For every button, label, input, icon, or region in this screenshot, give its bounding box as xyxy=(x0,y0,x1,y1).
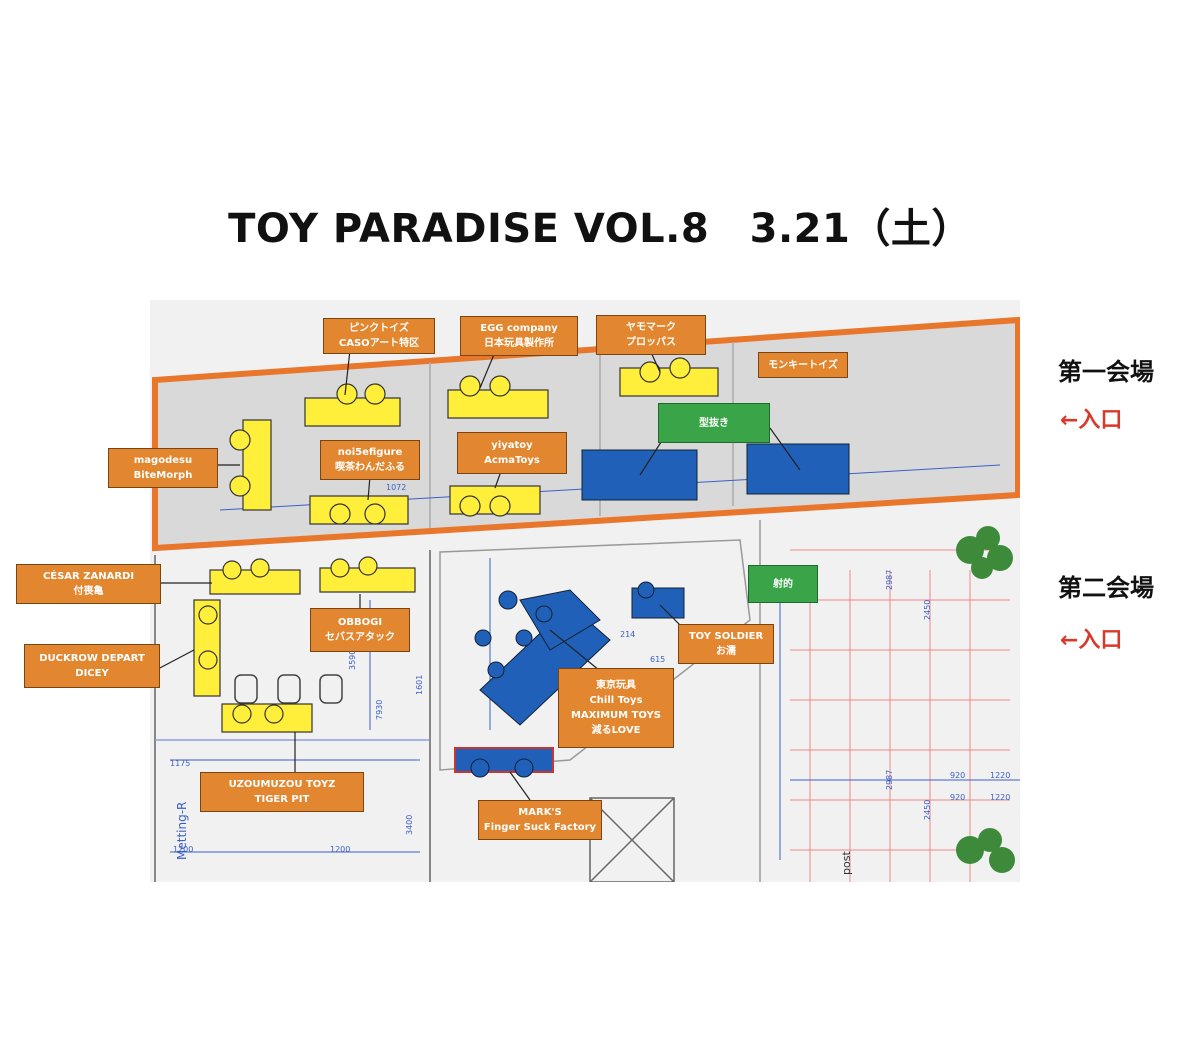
dimension-label: 1601 xyxy=(415,675,424,695)
venue2-tables xyxy=(193,556,416,733)
booth-label-shateki: 射的 xyxy=(748,565,818,603)
floor-map: Metting-R post 1072 3590 1601 7930 1200 1200 2… xyxy=(150,300,1020,882)
dimension-label: 920 xyxy=(950,771,965,780)
dimension-label: 3400 xyxy=(405,815,414,835)
venue2-entrance: ←入口 xyxy=(1060,628,1123,653)
table xyxy=(309,495,409,525)
table xyxy=(619,367,719,397)
dimension-label: 1220 xyxy=(990,793,1010,802)
blue-table xyxy=(454,747,554,773)
dimension-label: 214 xyxy=(620,630,635,639)
venue2-name: 第二会場 xyxy=(1058,574,1154,602)
booth-label: モンキートイズ xyxy=(758,352,848,378)
dimension-label: 1220 xyxy=(990,771,1010,780)
dimension-label: 1200 xyxy=(330,845,350,854)
dimension-label: 2987 xyxy=(885,770,894,790)
dimension-label: 7930 xyxy=(375,700,384,720)
booth-label-katanuki: 型抜き xyxy=(658,403,770,443)
blue-mat xyxy=(581,449,698,501)
dimension-label: 920 xyxy=(950,793,965,802)
blue-mat xyxy=(746,443,850,495)
dimension-label: 1200 xyxy=(173,845,193,854)
dimension-label: 3590 xyxy=(348,650,357,670)
booth-label: ヤモマークプロッパス xyxy=(596,315,706,355)
page-title: TOY PARADISE VOL.8 3.21（土） xyxy=(228,206,972,252)
dimension-label: 615 xyxy=(650,655,665,664)
dimension-label: 2450 xyxy=(923,800,932,820)
floor-plan-drawing: Metting-R post 1072 3590 1601 7930 1200 1200 2… xyxy=(150,300,1020,882)
meeting-room-label: Metting-R xyxy=(175,802,189,860)
dimension-label: 2450 xyxy=(923,600,932,620)
dimension-label: 1175 xyxy=(170,759,190,768)
venue1-tables xyxy=(229,357,719,525)
dimension-label: 1072 xyxy=(386,483,406,492)
venue1-entrance: ←入口 xyxy=(1060,408,1123,433)
post-label: post xyxy=(840,851,853,875)
venue1-name: 第一会場 xyxy=(1058,358,1154,386)
dimension-label: 2987 xyxy=(885,570,894,590)
